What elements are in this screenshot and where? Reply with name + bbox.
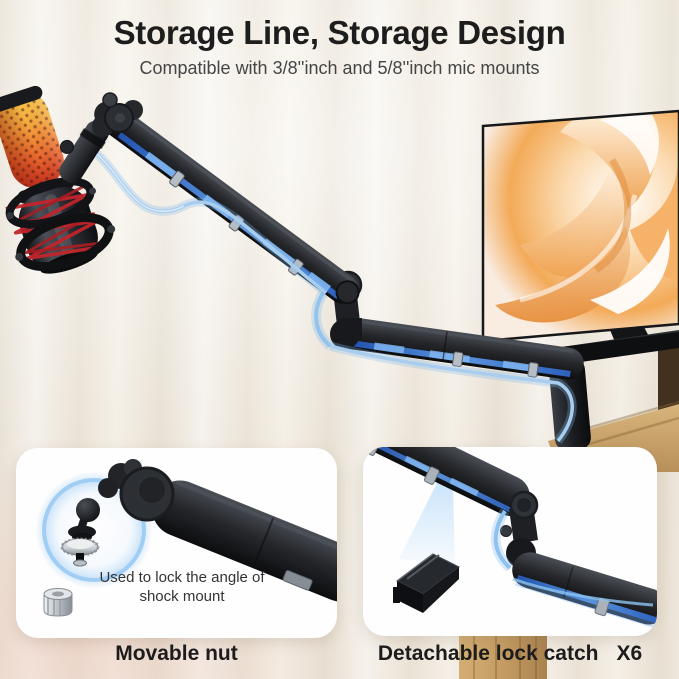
lock-catch-illustration (363, 447, 657, 629)
ball-joint (76, 498, 100, 522)
detached-lock-catch (393, 553, 460, 613)
cable-clip (228, 214, 245, 232)
monitor-bezel (481, 109, 679, 343)
page-subtitle: Compatible with 3/8''inch and 5/8''inch … (139, 58, 540, 78)
lock-catch-quantity: X6 (616, 642, 643, 665)
cable-clip (364, 447, 381, 456)
movable-nut-note: Used to lock the angle of shock mount (99, 569, 265, 606)
arm-lower-tube (512, 552, 657, 629)
page-title: Storage Line, Storage Design (113, 14, 566, 51)
mic-top-cap (0, 85, 43, 113)
lock-catch-label-text: Detachable lock catch (377, 642, 599, 665)
cable-clip (423, 466, 440, 485)
movable-nut-label: Movable nut (115, 642, 238, 665)
arm-tube (151, 480, 337, 602)
cable-clip (527, 361, 539, 378)
projection-beam (399, 479, 455, 565)
header: Storage Line, Storage Design Compatible … (0, 14, 679, 79)
arm-end-knuckle (92, 92, 143, 137)
desk-edge (554, 332, 679, 365)
arm-upper-tube (363, 447, 530, 516)
callout-card-lock-catch (363, 447, 657, 636)
mic-mount-bracket (59, 120, 109, 184)
boom-arm-lower (335, 317, 584, 380)
monitor (481, 109, 679, 343)
cable-clip (282, 570, 313, 591)
lock-catch-label: Detachable lock catch X6 (363, 642, 657, 666)
mic-cable (93, 150, 577, 444)
cable-clip (169, 170, 185, 188)
microphone (0, 85, 116, 274)
movable-nut-illustration (36, 459, 337, 617)
callout-card-movable-nut: Used to lock the angle of shock mount (16, 448, 337, 638)
loose-nut (43, 588, 73, 617)
cable-clip (452, 351, 464, 368)
